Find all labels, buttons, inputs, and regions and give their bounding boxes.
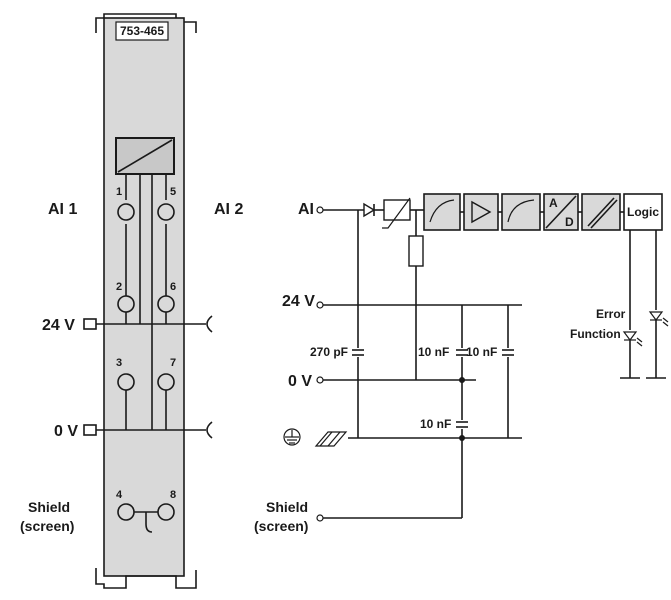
error-led-icon [648, 311, 669, 327]
module-internal-wiring [125, 174, 167, 430]
pin-number: 6 [170, 281, 176, 293]
function-led-icon [622, 331, 643, 347]
logic-block [623, 193, 663, 231]
circuit-screen-label: (screen) [254, 518, 308, 534]
v0-line: 0 V 10 nF [288, 373, 476, 438]
circuit-v24-label: 24 V [282, 293, 315, 310]
screen-label: (screen) [20, 518, 74, 534]
circuit-shield-label: Shield [266, 499, 308, 515]
ad-a-label: A [549, 196, 558, 210]
v24-label: 24 V [42, 317, 75, 334]
pin-number: 8 [170, 489, 176, 501]
ai-input: AI 270 pF [298, 197, 424, 438]
pin-number: 3 [116, 357, 122, 369]
module-housing: 753-465 [95, 13, 197, 589]
filter-block [423, 193, 461, 231]
ground-icon [283, 428, 301, 446]
pin-numbers: 1 2 3 4 5 6 7 8 [116, 186, 176, 501]
v24-line: 24 V 10 nF 10 nF [282, 293, 522, 438]
terminal-1 [117, 203, 135, 221]
cap-10nf-c-label: 10 nF [420, 417, 451, 431]
din-rail-icon [314, 431, 348, 447]
circuit-ai-label: AI [298, 201, 314, 218]
converter-icon [115, 137, 175, 175]
integrator-block [501, 193, 541, 231]
signal-chain: A D Logic [423, 193, 663, 231]
logic-label: Logic [627, 205, 659, 219]
amplifier-block [463, 193, 499, 231]
led-outputs: Error Function [570, 230, 669, 379]
power-busses [83, 312, 213, 439]
part-number: 753-465 [120, 24, 164, 38]
pin-number: 5 [170, 186, 176, 198]
pin-number: 1 [116, 186, 122, 198]
error-label: Error [596, 307, 626, 321]
v0-label: 0 V [54, 423, 78, 440]
pin-number: 2 [116, 281, 122, 293]
ground-line: Shield (screen) [254, 428, 522, 534]
ai2-label: AI 2 [214, 201, 243, 218]
pin-number: 7 [170, 357, 176, 369]
ai1-label: AI 1 [48, 201, 77, 218]
function-label: Function [570, 327, 621, 341]
cap-270pf-label: 270 pF [310, 345, 348, 359]
terminal-5 [157, 203, 175, 221]
pin-number: 4 [116, 489, 123, 501]
shield-label: Shield [28, 499, 70, 515]
pin-terminals [117, 203, 175, 533]
ad-d-label: D [565, 215, 574, 229]
cap-10nf-a-label: 10 nF [418, 345, 449, 359]
circuit-v0-label: 0 V [288, 373, 312, 390]
module-labels: AI 1 AI 2 24 V 0 V Shield (screen) [20, 201, 243, 534]
cap-10nf-b-label: 10 nF [466, 345, 497, 359]
